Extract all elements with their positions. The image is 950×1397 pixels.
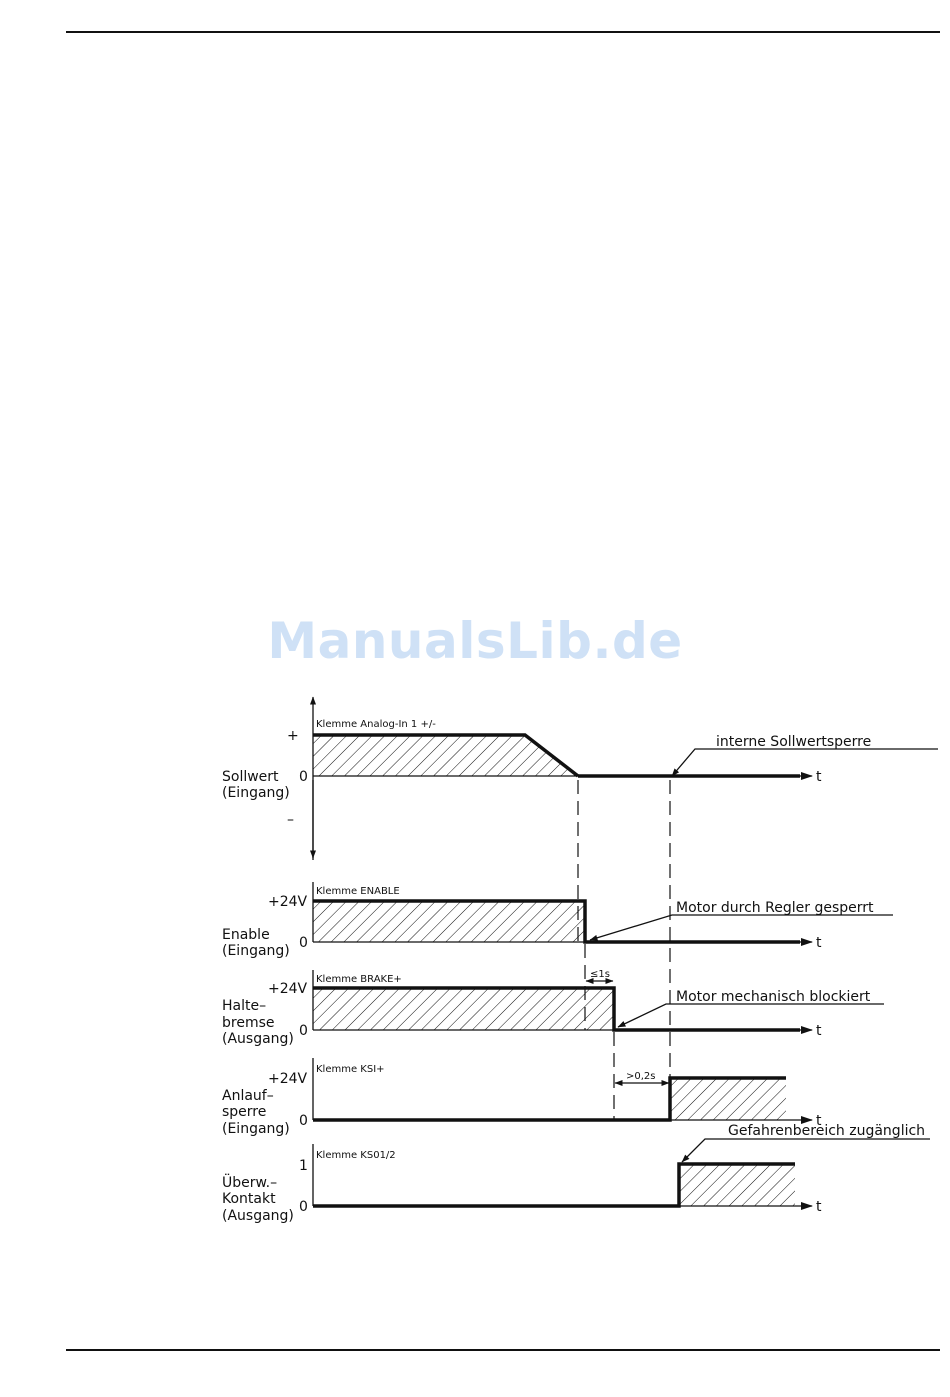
ksi-label-2: sperre xyxy=(222,1104,266,1120)
panel-ks01: Klemme KS01/2 1 0 Überw.– Kontakt (Ausga… xyxy=(222,1123,930,1224)
brake-t: t xyxy=(816,1023,822,1039)
enable-label-2: (Eingang) xyxy=(222,943,290,959)
brake-annotation-leader xyxy=(617,1003,884,1028)
timing-markers xyxy=(577,780,671,1120)
enable-label-1: Enable xyxy=(222,927,270,943)
enable-annotation-leader xyxy=(589,914,893,941)
ks01-high: 1 xyxy=(299,1158,308,1174)
ks01-label-2: Kontakt xyxy=(222,1191,276,1207)
ksi-timing: >0,2s xyxy=(626,1071,656,1082)
ksi-hatch xyxy=(670,1078,786,1120)
sollwert-label-2: (Eingang) xyxy=(222,785,290,801)
brake-label-3: (Ausgang) xyxy=(222,1031,294,1047)
ks01-label-1: Überw.– xyxy=(222,1173,277,1191)
enable-high: +24V xyxy=(268,894,308,910)
enable-t: t xyxy=(816,935,822,951)
top-rule xyxy=(66,31,940,33)
brake-hatch xyxy=(313,988,614,1030)
enable-zero: 0 xyxy=(299,935,308,951)
ks01-hatch xyxy=(679,1164,795,1206)
panel-brake: Klemme BRAKE+ +24V 0 Halte– bremse (Ausg… xyxy=(222,969,884,1047)
sollwert-annotation: interne Sollwertsperre xyxy=(716,734,871,750)
sollwert-terminal: Klemme Analog-In 1 +/- xyxy=(316,719,436,730)
brake-label-1: Halte– xyxy=(222,998,266,1014)
ks01-label-3: (Ausgang) xyxy=(222,1208,294,1224)
brake-timing: ≤1s xyxy=(590,969,610,980)
ksi-zero: 0 xyxy=(299,1113,308,1129)
ks01-t: t xyxy=(816,1199,822,1215)
bottom-rule xyxy=(66,1349,940,1351)
sollwert-annotation-leader xyxy=(671,748,938,777)
panel-ksi: Klemme KSI+ +24V 0 Anlauf– sperre (Einga… xyxy=(222,1058,822,1137)
ksi-high: +24V xyxy=(268,1071,308,1087)
ksi-label-1: Anlauf– xyxy=(222,1088,274,1104)
brake-high: +24V xyxy=(268,981,308,997)
sollwert-zero: 0 xyxy=(299,769,308,785)
ks01-annotation: Gefahrenbereich zugänglich xyxy=(728,1123,925,1139)
ks01-annotation-leader xyxy=(681,1138,930,1163)
sollwert-label-1: Sollwert xyxy=(222,769,279,785)
ksi-t: t xyxy=(816,1113,822,1129)
ks01-terminal: Klemme KS01/2 xyxy=(316,1150,396,1161)
ksi-terminal: Klemme KSI+ xyxy=(316,1064,385,1075)
sollwert-signal xyxy=(313,733,580,778)
brake-terminal: Klemme BRAKE+ xyxy=(316,974,402,985)
enable-terminal: Klemme ENABLE xyxy=(316,886,400,897)
panel-enable: Klemme ENABLE +24V 0 Enable (Eingang) t … xyxy=(222,882,893,959)
brake-zero: 0 xyxy=(299,1023,308,1039)
brake-label-2: bremse xyxy=(222,1015,275,1031)
sollwert-plus: + xyxy=(287,728,299,744)
enable-hatch xyxy=(313,901,585,942)
sollwert-t: t xyxy=(816,769,822,785)
ks01-zero: 0 xyxy=(299,1199,308,1215)
panel-sollwert: Klemme Analog-In 1 +/- + 0 – Sollwert (E… xyxy=(222,696,938,860)
enable-annotation: Motor durch Regler gesperrt xyxy=(676,900,874,916)
sollwert-minus: – xyxy=(287,812,294,828)
brake-annotation: Motor mechanisch blockiert xyxy=(676,989,871,1005)
watermark: ManualsLib.de xyxy=(267,612,683,670)
sollwert-hatch xyxy=(313,735,578,776)
ksi-label-3: (Eingang) xyxy=(222,1121,290,1137)
